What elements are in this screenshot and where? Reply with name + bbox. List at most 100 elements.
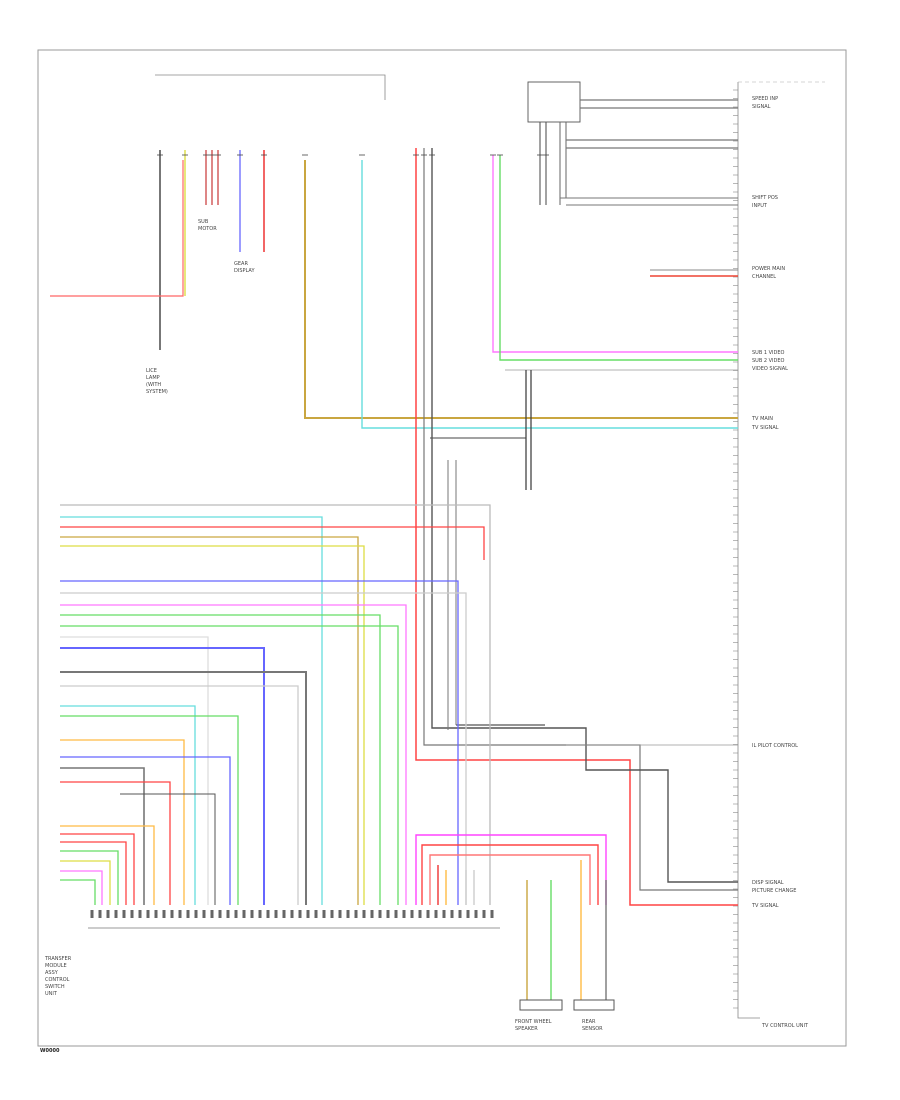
connector-pin bbox=[250, 910, 254, 918]
connector-pin bbox=[234, 910, 238, 918]
connector-pin bbox=[322, 910, 326, 918]
svg-text:TRANSFER: TRANSFER bbox=[44, 956, 72, 962]
svg-text:UNIT: UNIT bbox=[45, 991, 58, 997]
connector-pin bbox=[410, 910, 414, 918]
svg-text:DISPLAY: DISPLAY bbox=[234, 268, 255, 274]
label-front-wheel-speaker: FRONT WHEEL SPEAKER bbox=[515, 1019, 552, 1032]
svg-text:REAR: REAR bbox=[582, 1019, 596, 1025]
svg-text:SHIFT POS: SHIFT POS bbox=[752, 195, 778, 201]
rear-sensor-box bbox=[573, 999, 615, 1011]
tv-control-unit: TV CONTROL UNIT bbox=[733, 81, 825, 1029]
svg-text:SUB: SUB bbox=[198, 219, 209, 225]
connector-pin bbox=[122, 910, 126, 918]
label-sub-motor: SUB MOTOR bbox=[198, 219, 217, 232]
connector-pin bbox=[458, 910, 462, 918]
svg-text:SYSTEM): SYSTEM) bbox=[146, 389, 168, 395]
svg-text:TV SIGNAL: TV SIGNAL bbox=[751, 425, 779, 431]
connector-pin bbox=[226, 910, 230, 918]
connector-pin bbox=[130, 910, 134, 918]
connector-pin bbox=[386, 910, 390, 918]
svg-text:GEAR: GEAR bbox=[234, 261, 248, 267]
svg-text:CONTROL: CONTROL bbox=[45, 977, 70, 983]
svg-text:SENSOR: SENSOR bbox=[582, 1026, 603, 1032]
svg-text:MOTOR: MOTOR bbox=[198, 226, 217, 232]
connector-pin bbox=[106, 910, 110, 918]
connector-pin bbox=[338, 910, 342, 918]
connector-pin bbox=[218, 910, 222, 918]
connector-pin bbox=[146, 910, 150, 918]
connector-pin bbox=[490, 910, 494, 918]
connector-pin bbox=[474, 910, 478, 918]
connector-pin bbox=[114, 910, 118, 918]
svg-text:TV SIGNAL: TV SIGNAL bbox=[751, 903, 779, 909]
connector-pin bbox=[378, 910, 382, 918]
antenna-amplifier-box bbox=[527, 81, 581, 123]
label-assy-left: TRANSFER MODULE ASSY CONTROL SWITCH UNIT bbox=[44, 956, 72, 997]
connector-pin bbox=[186, 910, 190, 918]
svg-text:(WITH: (WITH bbox=[146, 382, 161, 388]
connector-pin bbox=[442, 910, 446, 918]
connector-pin bbox=[170, 910, 174, 918]
svg-text:FRONT WHEEL: FRONT WHEEL bbox=[515, 1019, 552, 1025]
connector-pin bbox=[258, 910, 262, 918]
connector-pin bbox=[330, 910, 334, 918]
svg-text:LAMP: LAMP bbox=[146, 375, 160, 381]
svg-text:PICTURE CHANGE: PICTURE CHANGE bbox=[752, 888, 796, 894]
svg-text:SIGNAL: SIGNAL bbox=[752, 104, 771, 110]
label-gear-display: GEAR DISPLAY bbox=[234, 261, 255, 274]
svg-text:TV MAIN: TV MAIN bbox=[751, 416, 773, 422]
connector-pin bbox=[98, 910, 102, 918]
connector-pin bbox=[362, 910, 366, 918]
left-harness-wires bbox=[60, 504, 491, 905]
connector-pin bbox=[138, 910, 142, 918]
bottom-right-harness bbox=[415, 834, 607, 1000]
connector-pin bbox=[298, 910, 302, 918]
connector-pin bbox=[242, 910, 246, 918]
connector-pin bbox=[346, 910, 350, 918]
svg-text:IL PILOT CONTROL: IL PILOT CONTROL bbox=[752, 743, 798, 749]
connector-pin bbox=[282, 910, 286, 918]
connector-pin bbox=[402, 910, 406, 918]
connector-pin bbox=[314, 910, 318, 918]
connector-pin bbox=[178, 910, 182, 918]
connector-pin bbox=[202, 910, 206, 918]
connector-pin bbox=[306, 910, 310, 918]
connector-pin bbox=[154, 910, 158, 918]
connector-pin bbox=[482, 910, 486, 918]
svg-text:LICE: LICE bbox=[146, 368, 157, 374]
connector-pin bbox=[162, 910, 166, 918]
connector-pin bbox=[274, 910, 278, 918]
label-right-groups: SPEED INP SIGNAL SHIFT POS INPUT POWER M… bbox=[751, 96, 798, 909]
connector-pin bbox=[210, 910, 214, 918]
control-unit-label: TV CONTROL UNIT bbox=[761, 1023, 809, 1029]
label-rear-sensor: REAR SENSOR bbox=[582, 1019, 603, 1032]
connector-pin bbox=[90, 910, 94, 918]
diagram-frame bbox=[37, 49, 847, 1047]
svg-text:SPEED INP: SPEED INP bbox=[752, 96, 778, 102]
connector-pin bbox=[290, 910, 294, 918]
front-wheel-speaker-box bbox=[519, 999, 563, 1011]
svg-text:CHANNEL: CHANNEL bbox=[752, 274, 776, 280]
connector-pin bbox=[434, 910, 438, 918]
connector-pin bbox=[354, 910, 358, 918]
svg-text:INPUT: INPUT bbox=[752, 203, 768, 209]
svg-text:MODULE: MODULE bbox=[45, 963, 67, 969]
svg-text:SWITCH: SWITCH bbox=[45, 984, 65, 990]
page-code: W0000 bbox=[40, 1048, 60, 1054]
svg-text:ASSY: ASSY bbox=[45, 970, 59, 976]
connector-pin bbox=[266, 910, 270, 918]
connector-pin bbox=[450, 910, 454, 918]
connector-pin bbox=[394, 910, 398, 918]
svg-text:VIDEO SIGNAL: VIDEO SIGNAL bbox=[752, 366, 788, 372]
svg-text:SUB 1 VIDEO: SUB 1 VIDEO bbox=[752, 350, 785, 356]
top-harness-bracket bbox=[155, 74, 386, 100]
connector-pin bbox=[370, 910, 374, 918]
connector-pin bbox=[426, 910, 430, 918]
label-lamp: LICE LAMP (WITH SYSTEM) bbox=[146, 368, 168, 395]
connector-pin bbox=[418, 910, 422, 918]
connector-pin bbox=[194, 910, 198, 918]
svg-text:SPEAKER: SPEAKER bbox=[515, 1026, 538, 1032]
svg-text:DISP SIGNAL: DISP SIGNAL bbox=[752, 880, 784, 886]
connector-pin bbox=[466, 910, 470, 918]
